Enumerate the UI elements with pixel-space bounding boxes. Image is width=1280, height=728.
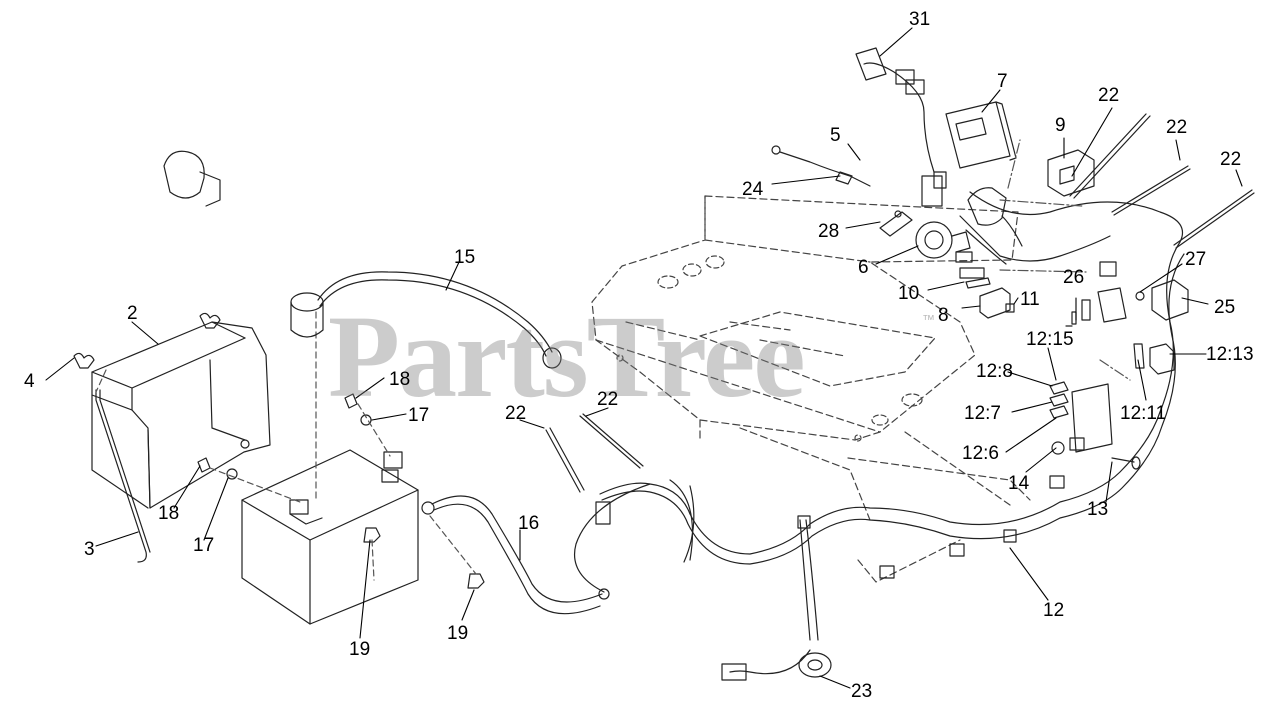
callout-15: 15 xyxy=(454,247,476,268)
hour-meter xyxy=(945,101,1017,169)
cable-16 xyxy=(421,495,610,615)
callout-10: 10 xyxy=(898,283,920,304)
hold-down-rod xyxy=(95,389,151,563)
callout-22: 22 xyxy=(1220,149,1242,170)
callout-2: 2 xyxy=(127,303,138,324)
partstree-watermark: PartsTree xyxy=(328,291,806,422)
ground-lead xyxy=(771,145,871,187)
cable-ties xyxy=(545,113,1255,493)
callout-11: 11 xyxy=(1020,289,1040,310)
callout-6: 6 xyxy=(858,257,869,278)
callout-22: 22 xyxy=(1098,85,1120,106)
callout-leaders xyxy=(45,27,1243,689)
clip-9 xyxy=(1047,149,1095,197)
callout-3: 3 xyxy=(84,539,95,560)
callout-22: 22 xyxy=(505,403,527,424)
callout-18: 18 xyxy=(158,503,180,524)
callout-12-11: 12:11 xyxy=(1120,403,1167,424)
callout-7: 7 xyxy=(997,71,1008,92)
frame-holes xyxy=(616,255,923,442)
callout-19: 19 xyxy=(447,623,469,644)
callout-12-13: 12:13 xyxy=(1206,344,1254,365)
cable-15 xyxy=(290,271,562,369)
ignition-switch xyxy=(879,210,971,259)
callout-8: 8 xyxy=(938,305,949,326)
callout-14: 14 xyxy=(1008,473,1030,494)
callout-4: 4 xyxy=(24,371,35,392)
callout-23: 23 xyxy=(851,681,873,702)
wire-harness xyxy=(574,191,1185,641)
callout-13: 13 xyxy=(1087,499,1109,520)
wing-nut xyxy=(73,312,221,369)
callout-22: 22 xyxy=(597,389,619,410)
callout-25: 25 xyxy=(1214,297,1236,318)
leader-dashes xyxy=(999,139,1131,381)
callout-28: 28 xyxy=(818,221,840,242)
battery-cover xyxy=(91,321,271,509)
grommet-23 xyxy=(721,649,832,681)
connector-cluster xyxy=(955,187,1111,279)
callout-17: 17 xyxy=(408,405,430,426)
callout-9: 9 xyxy=(1055,115,1066,136)
callout-27: 27 xyxy=(1185,249,1207,270)
terminal-hardware xyxy=(197,393,485,589)
solenoid xyxy=(163,150,947,207)
callout-12-8: 12:8 xyxy=(976,361,1013,382)
callout-18: 18 xyxy=(389,369,411,390)
callout-19: 19 xyxy=(349,639,371,660)
callout-24: 24 xyxy=(742,179,764,200)
callout-5: 5 xyxy=(830,125,841,146)
callout-17: 17 xyxy=(193,535,215,556)
small-hardware xyxy=(965,277,1077,325)
callout-31: 31 xyxy=(909,9,931,30)
callout-22: 22 xyxy=(1166,117,1188,138)
accessory-plug xyxy=(855,47,935,173)
callout-12-7: 12:7 xyxy=(964,403,1001,424)
fuse-block xyxy=(1049,279,1189,470)
callout-12: 12 xyxy=(1043,600,1065,621)
trademark-symbol: ™ xyxy=(922,312,935,327)
callout-26: 26 xyxy=(1063,267,1085,288)
frame-plate xyxy=(591,195,1031,583)
callout-12-6: 12:6 xyxy=(962,443,999,464)
callout-12-15: 12:15 xyxy=(1026,329,1074,350)
battery xyxy=(241,449,419,625)
dashed-leaders xyxy=(95,311,477,581)
callout-16: 16 xyxy=(518,513,540,534)
